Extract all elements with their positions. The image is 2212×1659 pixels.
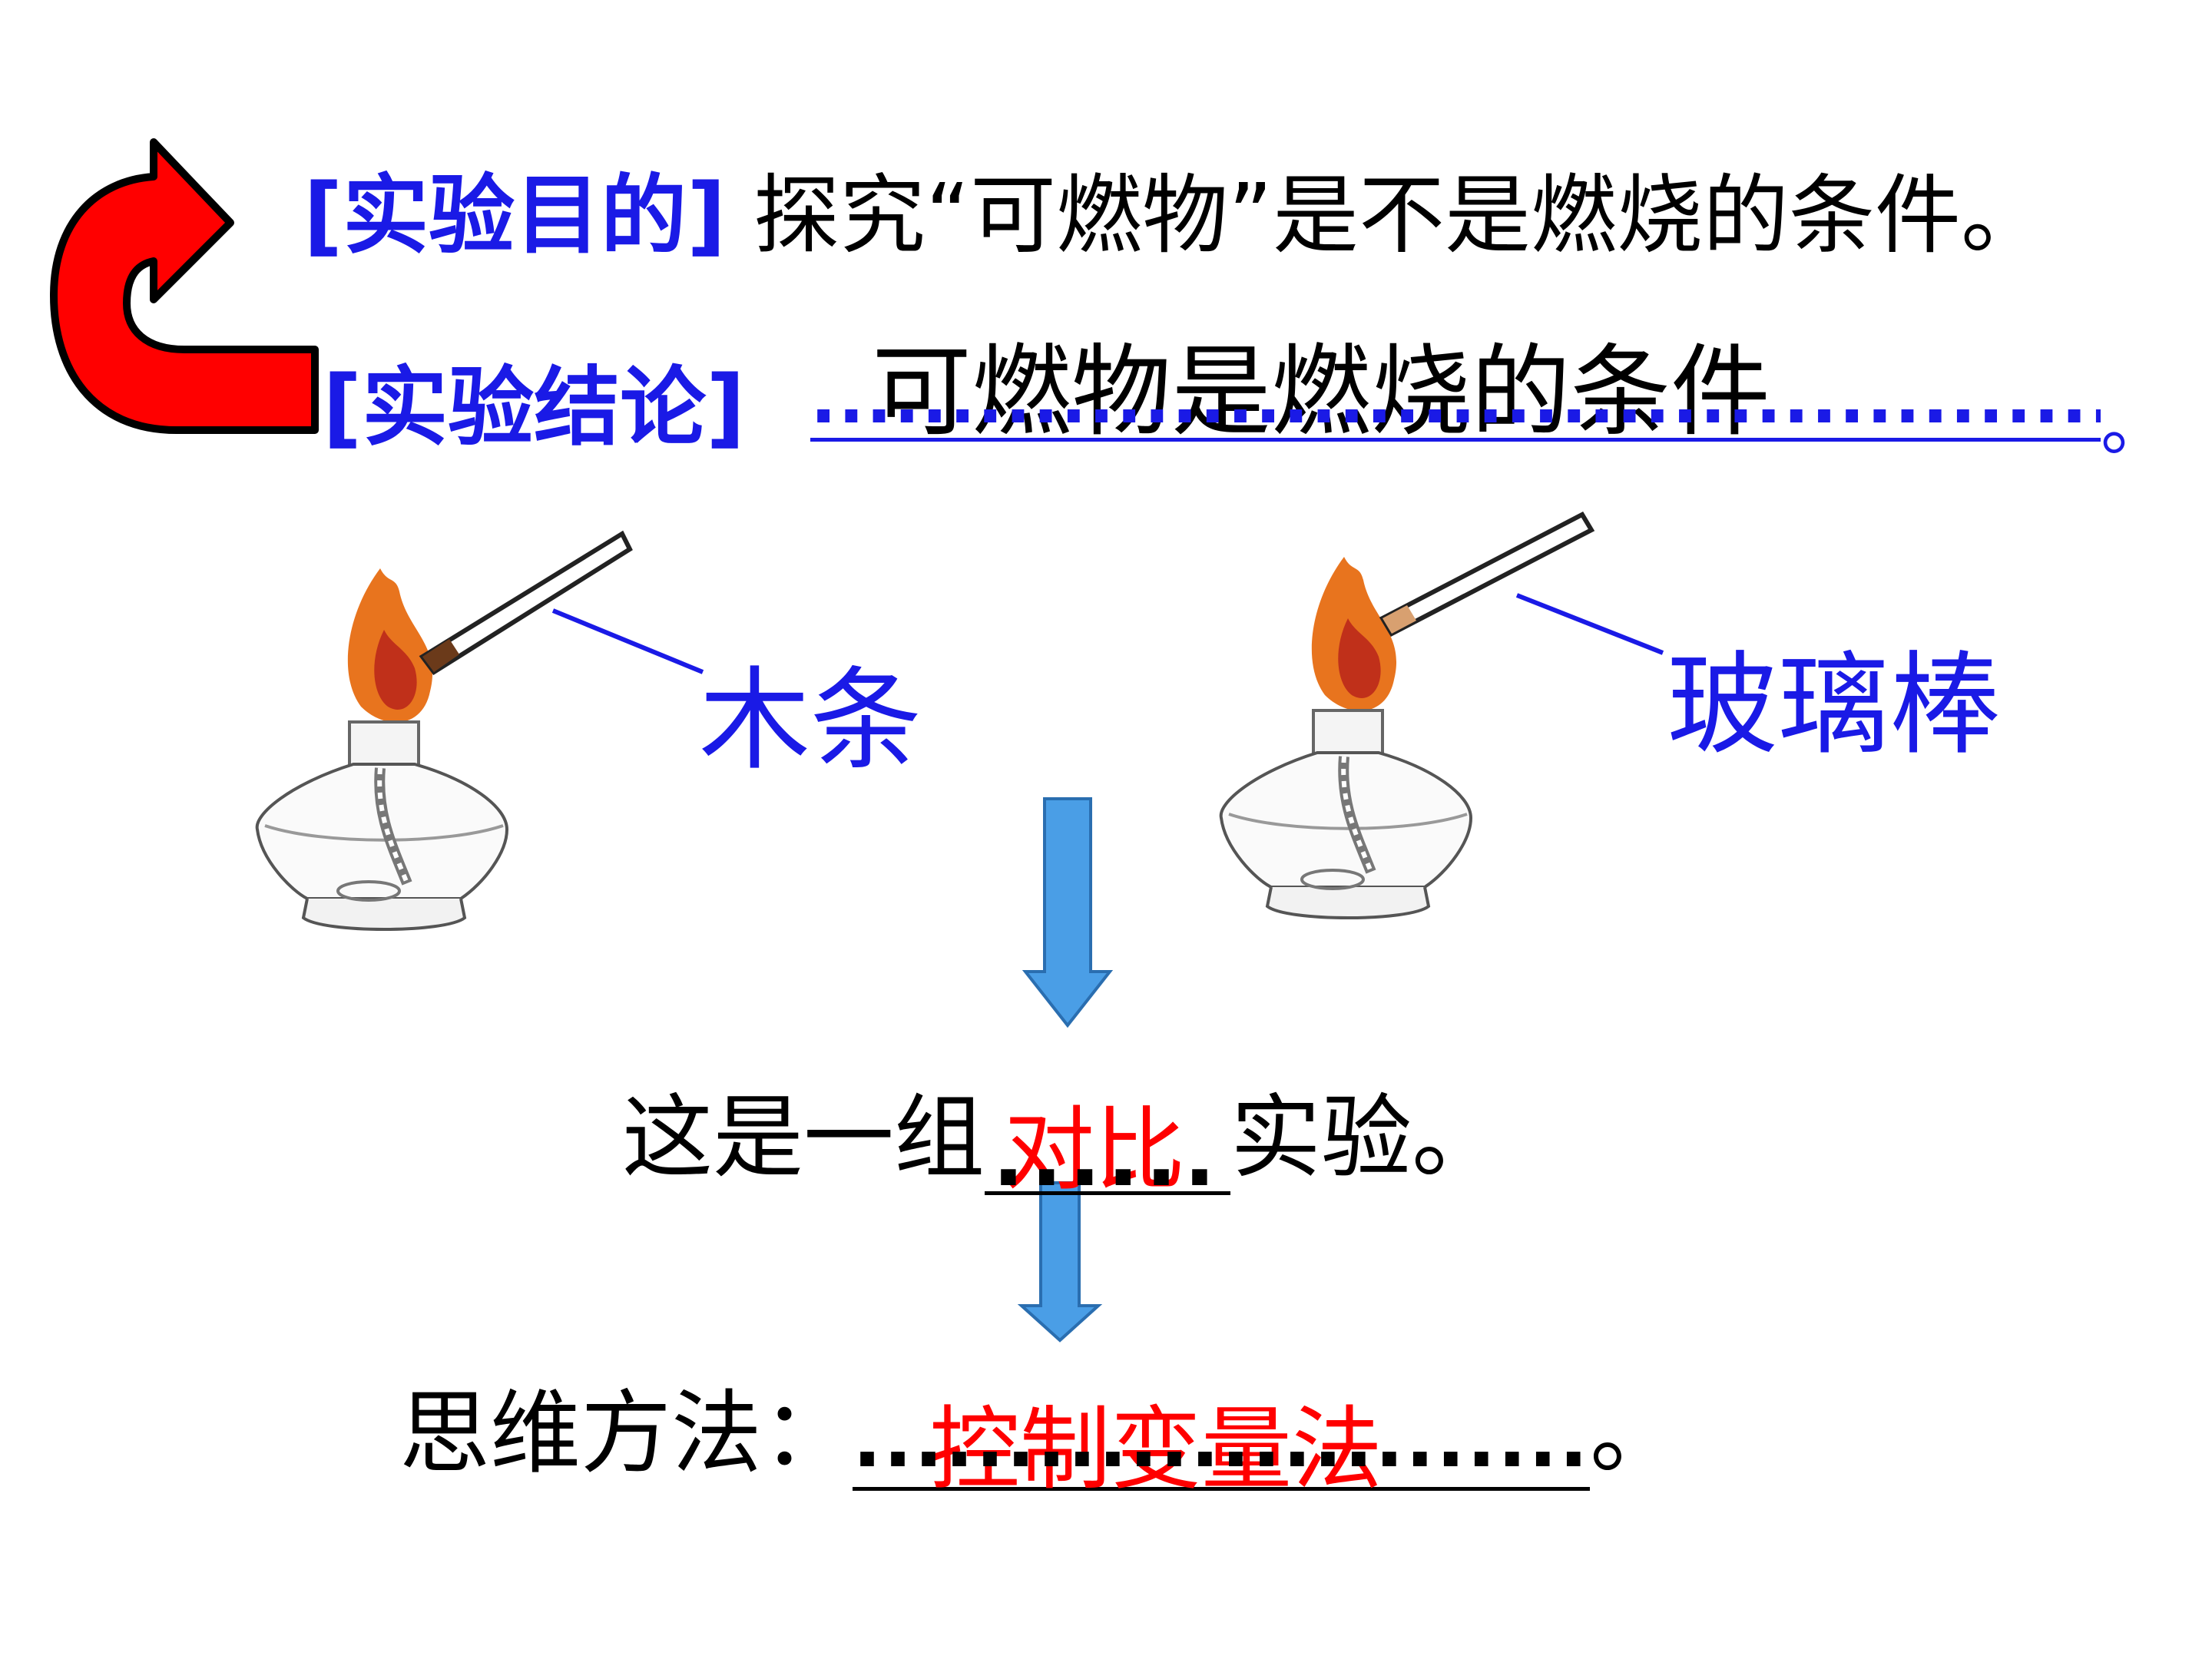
glass-rod-pointer xyxy=(1515,593,1664,655)
purpose-line: [实验目的] 探究“可燃物”是不是燃烧的条件。 xyxy=(303,146,2047,270)
conclusion-answer: 可燃物是燃烧的条件 xyxy=(872,333,1771,450)
purpose-text: 探究“可燃物”是不是燃烧的条件。 xyxy=(753,166,2048,266)
conclusion-label: [实验结论] xyxy=(323,358,746,458)
method-line: 思维方法： 控制变量法 ............................… xyxy=(399,1359,1681,1502)
comparison-prefix: 这是一组 xyxy=(622,1084,985,1190)
conclusion-blank: ........................................… xyxy=(810,361,2101,442)
method-prefix: 思维方法： xyxy=(399,1380,853,1486)
purpose-label: [实验目的] xyxy=(303,166,727,266)
alcohol-lamp-icon xyxy=(1219,557,1473,919)
wood-stick xyxy=(419,530,633,676)
alcohol-lamp-icon xyxy=(255,568,509,931)
conclusion-end: 。 xyxy=(2101,385,2170,465)
method-answer: 控制变量法 xyxy=(929,1396,1383,1502)
method-blank: 控制变量法 .............................. xyxy=(853,1395,1591,1502)
label-glass-rod: 玻璃棒 xyxy=(1667,641,2001,770)
wood-stick-pointer xyxy=(551,608,704,674)
method-end: 。 xyxy=(1590,1380,1681,1486)
comparison-blank: 对比 ...... xyxy=(985,1097,1231,1205)
comparison-answer: 对比 xyxy=(1004,1097,1186,1203)
comparison-line: 这是一组 对比 ...... 实验。 xyxy=(622,1064,1503,1205)
down-arrow-icon xyxy=(1017,1181,1103,1343)
comparison-suffix: 实验。 xyxy=(1230,1084,1503,1190)
method-dots: .............................. xyxy=(853,1395,1590,1485)
curl-back-arrow-body xyxy=(50,138,319,434)
glass-rod xyxy=(1379,512,1595,637)
down-arrow-icon xyxy=(1022,797,1114,1028)
label-wood-stick: 木条 xyxy=(699,656,922,786)
comparison-dots: ...... xyxy=(992,1107,1222,1205)
